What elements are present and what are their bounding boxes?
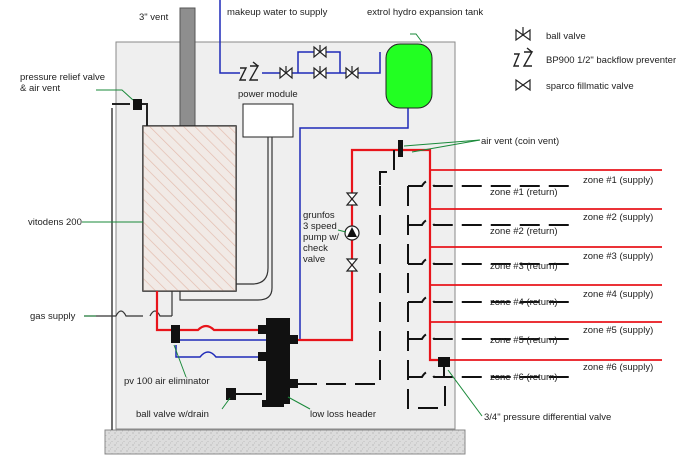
power-module-box <box>242 103 294 138</box>
expansion-tank-label: extrol hydro expansion tank <box>367 7 483 18</box>
power-cable-2 <box>179 137 273 301</box>
low-loss-header <box>266 318 290 404</box>
header-port-1 <box>258 325 268 334</box>
zone-3-supply-label: zone #3 (supply) <box>583 251 653 262</box>
legend-backflow-icon <box>512 47 534 67</box>
pressure-differential-valve <box>438 357 450 367</box>
zone-5-return-label: zone #5 (return) <box>490 335 558 346</box>
pump-label-5: valve <box>303 254 325 265</box>
pump-icon <box>344 225 360 241</box>
air-eliminator <box>171 325 180 343</box>
zone-2-supply-label: zone #2 (supply) <box>583 212 653 223</box>
vent-label: 3" vent <box>139 12 169 23</box>
backflow-preventer-icon <box>238 61 260 81</box>
coin-air-vent <box>398 140 403 157</box>
vent-flue <box>179 7 196 127</box>
boiler-supply-red <box>155 291 262 332</box>
air-eliminator-label: pv 100 air eliminator <box>124 376 210 387</box>
zone-4-return-label: zone #4 (return) <box>490 297 558 308</box>
return-blue-loop <box>175 345 264 358</box>
zone-5-supply-label: zone #5 (supply) <box>583 325 653 336</box>
leader-lines <box>82 33 483 417</box>
makeup-water-label: makeup water to supply <box>227 7 328 18</box>
legend-backflow-label: BP900 1/2" backflow preventer <box>546 55 676 66</box>
ball-valve-drain-label: ball valve w/drain <box>136 409 209 420</box>
relief-valve <box>133 99 142 110</box>
header-port-3 <box>288 335 298 344</box>
boiler-label: vitodens 200 <box>28 217 82 228</box>
boiler-vitodens-200 <box>142 125 237 292</box>
ball-valve-icon <box>345 192 359 206</box>
air-vent-label: air vent (coin vent) <box>481 136 559 147</box>
pump-return-line <box>379 150 395 186</box>
return-manifold <box>407 186 446 409</box>
drain-ball-valve <box>226 388 236 400</box>
header-drain-port <box>262 400 284 407</box>
expansion-tank <box>385 43 433 109</box>
legend-fillmatic-label: sparco fillmatic valve <box>546 81 634 92</box>
pressure-relief-label-2: & air vent <box>20 83 60 94</box>
header-port-2 <box>258 352 268 361</box>
pump-label-3: pump w/ <box>303 232 339 243</box>
zone-3-return-label: zone #3 (return) <box>490 261 558 272</box>
boiler-fill <box>143 126 236 291</box>
power-cable <box>236 137 269 285</box>
ball-valve-icon <box>279 66 293 80</box>
fillmatic-valve-icon <box>313 66 327 80</box>
makeup-water-pipe <box>219 0 381 74</box>
pump-label-2: 3 speed <box>303 221 337 232</box>
zone-1-supply-label: zone #1 (supply) <box>583 175 653 186</box>
pressure-diff-valve-label: 3/4" pressure differential valve <box>484 412 611 423</box>
zone-6-return-label: zone #6 (return) <box>490 372 558 383</box>
zone-supply-lines <box>430 169 662 361</box>
ball-valve-icon <box>313 45 327 59</box>
pump-label-4: check <box>303 243 328 254</box>
pump-label-1: grunfos <box>303 210 335 221</box>
zone-2-return-label: zone #2 (return) <box>490 226 558 237</box>
zone-1-return-label: zone #1 (return) <box>490 187 558 198</box>
legend-ball-valve-label: ball valve <box>546 31 586 42</box>
power-module-label: power module <box>238 89 298 100</box>
ball-valve-icon <box>345 258 359 272</box>
gas-supply-pipe <box>84 310 172 317</box>
low-loss-header-label: low loss header <box>310 409 376 420</box>
pressure-relief-label-1: pressure relief valve <box>20 72 105 83</box>
header-port-4 <box>288 379 298 388</box>
concrete-base <box>104 429 466 455</box>
legend-ball-valve-icon <box>515 27 531 42</box>
zone-6-supply-label: zone #6 (supply) <box>583 362 653 373</box>
return-to-header <box>293 186 381 385</box>
zone-4-supply-label: zone #4 (supply) <box>583 289 653 300</box>
ball-valve-icon <box>345 66 359 80</box>
legend-fillmatic-icon <box>515 78 531 92</box>
gas-supply-label: gas supply <box>30 311 76 322</box>
zone-return-lines <box>408 180 570 378</box>
